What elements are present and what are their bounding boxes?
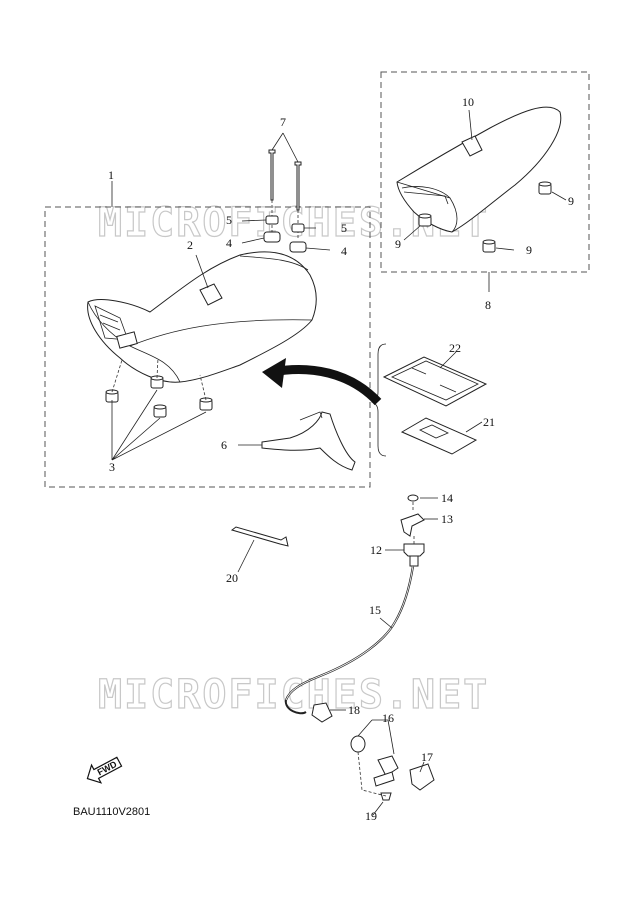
cover-17[interactable] <box>409 763 435 791</box>
callout-8: 8 <box>485 298 491 312</box>
damper-9-group[interactable] <box>418 181 552 253</box>
callout-1: 1 <box>108 168 114 182</box>
callout-10: 10 <box>462 95 474 109</box>
pillion-seat[interactable] <box>396 106 562 233</box>
callout-6: 6 <box>221 438 227 452</box>
callout-3: 3 <box>109 460 115 474</box>
callout-15: 15 <box>369 603 381 617</box>
callout-18: 18 <box>348 703 360 717</box>
key-lock-16[interactable] <box>350 735 399 787</box>
screw-19[interactable] <box>380 792 392 801</box>
callout-2: 2 <box>187 238 193 252</box>
callout-17: 17 <box>421 750 433 764</box>
callout-20: 20 <box>226 571 238 585</box>
callout-9c: 9 <box>526 243 532 257</box>
bolt-7-group[interactable] <box>268 149 302 211</box>
callout-16: 16 <box>382 711 394 725</box>
callout-4b: 4 <box>341 244 347 258</box>
main-seat-group-box <box>44 206 371 488</box>
seat-lock-12[interactable] <box>403 543 425 567</box>
cable-bracket-18[interactable] <box>311 702 333 723</box>
grommet-4-group[interactable] <box>263 231 307 253</box>
callout-21: 21 <box>483 415 495 429</box>
callout-7: 7 <box>280 115 286 129</box>
callout-9b: 9 <box>395 237 401 251</box>
callout-5a: 5 <box>226 213 232 227</box>
pillion-seat-group-box <box>380 71 590 273</box>
callout-13: 13 <box>441 512 453 526</box>
callout-4a: 4 <box>226 236 232 250</box>
seat-strap-2[interactable] <box>199 283 223 306</box>
lever-13[interactable] <box>400 513 425 537</box>
seat-bracket-6[interactable] <box>261 411 356 471</box>
fwd-arrow-icon: FWD <box>86 756 123 784</box>
washer-14[interactable] <box>407 494 419 502</box>
arrow-icon <box>262 358 286 388</box>
callout-22: 22 <box>449 341 461 355</box>
callout-14: 14 <box>441 491 453 505</box>
main-seat[interactable] <box>87 251 317 383</box>
callout-19: 19 <box>365 809 377 823</box>
document-21[interactable] <box>400 417 478 455</box>
callout-9a: 9 <box>568 194 574 208</box>
hex-wrench-20[interactable] <box>230 526 289 547</box>
diagram-code: BAU1110V2801 <box>73 806 150 818</box>
callout-5b: 5 <box>341 221 347 235</box>
owners-manual-22[interactable] <box>382 356 488 407</box>
damper-3-group[interactable] <box>105 375 213 418</box>
callout-12: 12 <box>370 543 382 557</box>
pillion-strap-10[interactable] <box>461 135 483 157</box>
